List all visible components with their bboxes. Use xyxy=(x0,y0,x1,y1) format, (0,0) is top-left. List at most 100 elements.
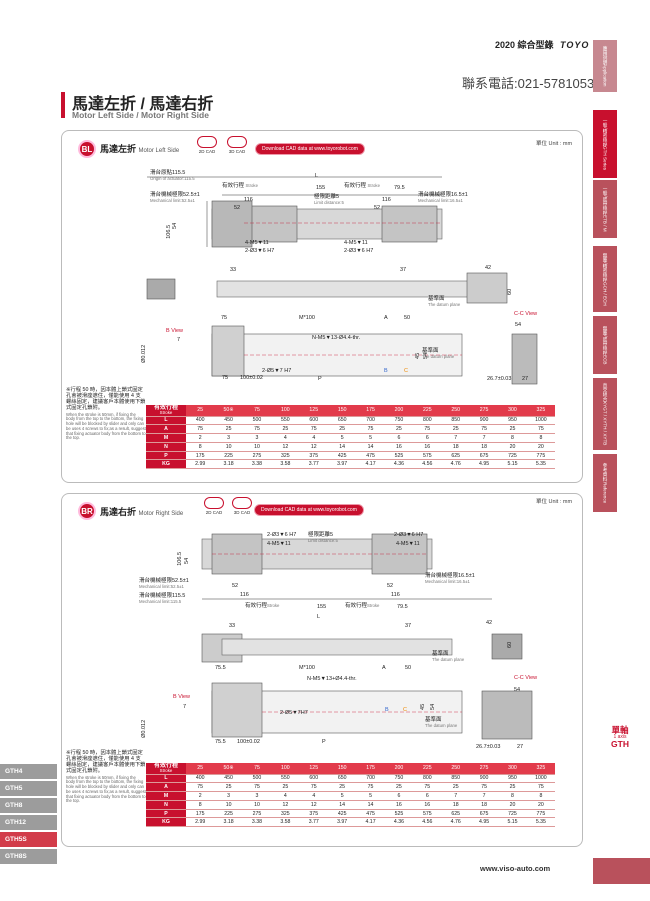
table-cell: 175 xyxy=(186,451,215,461)
stroke-cell: 75 xyxy=(242,763,272,775)
sidebar-model-gth4[interactable]: GTH4 xyxy=(0,764,57,780)
table-cell: 7 xyxy=(441,433,470,443)
table-cell: 750 xyxy=(384,774,414,784)
cloud-download-icon xyxy=(197,136,217,148)
table-cell: 3.38 xyxy=(242,459,272,470)
table-cell: 4.17 xyxy=(356,459,385,470)
stroke-cell: 200 xyxy=(384,763,414,775)
br-stroke-note: ※行程 50 時，因本體上鎖式固定孔會被滑座遮住，僅能使用 4 支螺絲固定，建議… xyxy=(66,750,146,804)
br-dim-27: 27 xyxy=(517,744,524,750)
brand-logo: TOYO xyxy=(560,40,590,50)
bl-marker-B: B xyxy=(384,368,388,374)
table-cell: 25 xyxy=(214,424,243,435)
br-dim-m100: M*100 xyxy=(299,665,315,671)
bl-dim-27: 27 xyxy=(522,376,529,382)
stroke-cell: 150 xyxy=(327,763,357,775)
datum-zh: 基準面 xyxy=(428,296,445,302)
cad2d-label: 2D CAD xyxy=(205,510,223,515)
table-cell: 850 xyxy=(441,774,470,784)
stroke-cell: 225 xyxy=(413,405,442,417)
stroke-zh: 有效行程 xyxy=(222,183,245,189)
br-dim-60: 60 xyxy=(507,641,514,648)
sidebar-model-gth8s[interactable]: GTH8S xyxy=(0,849,57,865)
sidebar-model-gth12[interactable]: GTH12 xyxy=(0,815,57,831)
table-cell: 4.56 xyxy=(413,459,442,470)
sidebar-model-gth8[interactable]: GTH8 xyxy=(0,798,57,814)
cad2d-label: 2D CAD xyxy=(198,149,216,154)
stroke-zh: 有效行程 xyxy=(345,603,368,609)
stroke-cell: 125 xyxy=(299,763,328,775)
table-cell: 14 xyxy=(327,442,357,452)
table-cell: 5 xyxy=(327,433,357,443)
table-cell: 2 xyxy=(186,791,215,801)
br-dim-116b: 116 xyxy=(391,592,400,598)
br-panel: BR 馬達右折 Motor Right Side 2D CAD 3D CAD D… xyxy=(61,493,583,847)
br-2d-cad-button[interactable]: 2D CAD xyxy=(202,497,226,515)
table-cell: 725 xyxy=(498,451,527,461)
br-dim-267: 26.7±0.03 xyxy=(476,744,501,750)
table-cell: 4.36 xyxy=(384,817,414,828)
table-cell: 175 xyxy=(186,809,215,819)
bl-2d-cad-button[interactable]: 2D CAD xyxy=(195,136,219,154)
br-download-cad-link[interactable]: Download CAD data at www.toyorobot.com xyxy=(254,504,364,516)
sidebar-model-gth5s[interactable]: GTH5S xyxy=(0,832,57,848)
stroke-head-zh: 有效行程 xyxy=(153,405,178,412)
bl-dim-100: 100±0.02 xyxy=(240,375,263,381)
table-cell: 20 xyxy=(526,800,556,810)
table-cell: 3 xyxy=(214,433,243,443)
table-cell: 75 xyxy=(469,782,499,793)
table-cell: 575 xyxy=(413,809,442,819)
stroke-cell: 125 xyxy=(299,405,328,417)
table-cell: 3.97 xyxy=(327,817,357,828)
table-cell: 3.58 xyxy=(271,459,300,470)
sidebar-model-gth5[interactable]: GTH5 xyxy=(0,781,57,797)
br-dim-50: 50 xyxy=(405,665,412,671)
stroke-cell: 100 xyxy=(271,405,300,417)
br-stroke-label-2: 有效行程Stroke xyxy=(345,603,380,610)
bl-dim-116a: 116 xyxy=(244,197,253,203)
catalog-year: 2020 綜合型錄 xyxy=(495,40,554,50)
footer-url[interactable]: www.viso-auto.com xyxy=(480,864,551,873)
bl-download-cad-link[interactable]: Download CAD data at www.toyorobot.com xyxy=(255,143,365,155)
stroke-en: Stroke xyxy=(367,603,380,608)
stroke-cell: 75 xyxy=(242,405,272,417)
table-cell: 6 xyxy=(413,433,442,443)
bl-bottom-view-drawing xyxy=(211,325,538,385)
table-cell: 20 xyxy=(498,800,527,810)
br-top-view-drawing xyxy=(201,533,492,600)
br-nm5-label: N-M5▼13+Ø4.4-thr. xyxy=(307,676,357,682)
table-cell: 14 xyxy=(356,442,385,452)
table-cell: 3.77 xyxy=(299,459,328,470)
table-cell: 25 xyxy=(384,782,414,793)
table-cell: 575 xyxy=(413,451,442,461)
table-cell: 625 xyxy=(441,451,470,461)
stroke-cell: 325 xyxy=(526,405,556,417)
tab-zh: 無塵/精密絲桿 xyxy=(603,252,608,282)
bl-3d-cad-button[interactable]: 3D CAD xyxy=(225,136,249,154)
limit-zh: 極限距離5 xyxy=(308,532,334,538)
stroke-cell: 200 xyxy=(384,405,414,417)
table-cell: 3 xyxy=(242,791,272,801)
bl-dim-A: A xyxy=(384,315,388,321)
table-cell: 5.35 xyxy=(526,817,556,828)
table-cell: 7 xyxy=(441,791,470,801)
table-cell: 3 xyxy=(214,791,243,801)
br-3d-cad-button[interactable]: 3D CAD xyxy=(230,497,254,515)
table-cell: 650 xyxy=(327,416,357,426)
table-cell: 25 xyxy=(327,424,357,435)
br-marker-C: C xyxy=(403,707,407,713)
